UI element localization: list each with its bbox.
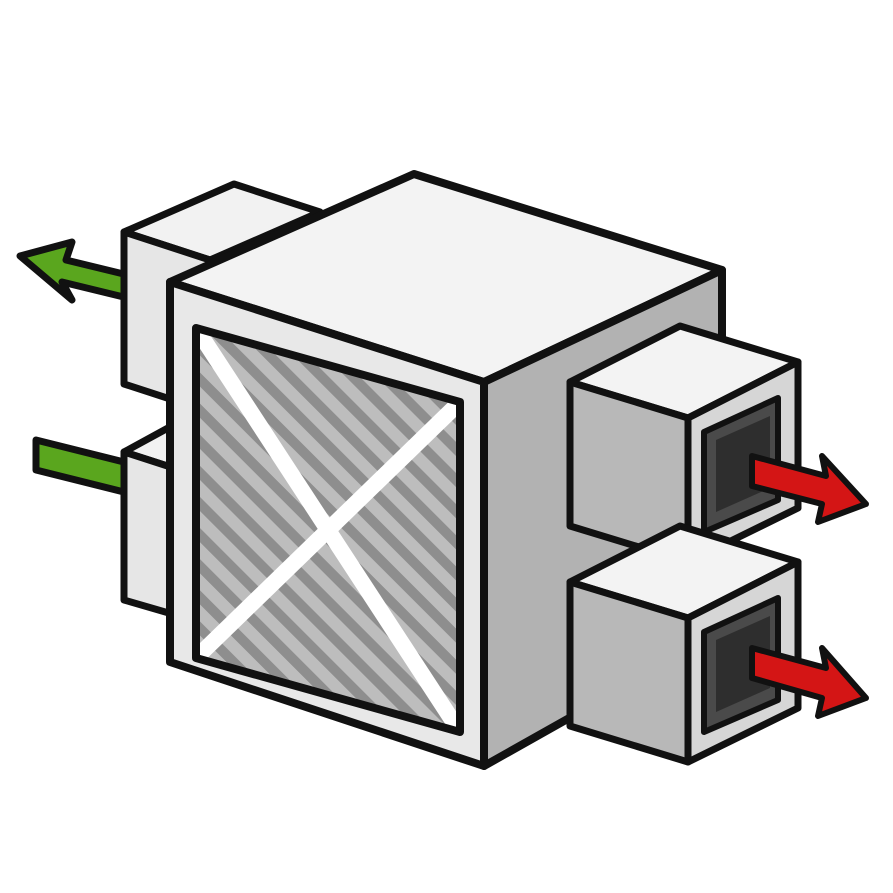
- exhaust-arrow-top: [749, 453, 869, 525]
- arrow-right-icon: [749, 645, 869, 719]
- right-duct-top: [566, 322, 802, 566]
- arrow-right-icon: [749, 453, 869, 525]
- right-duct-bottom: [566, 522, 802, 766]
- heat-exchanger-core: [192, 324, 464, 736]
- exhaust-arrow-bottom: [749, 645, 869, 719]
